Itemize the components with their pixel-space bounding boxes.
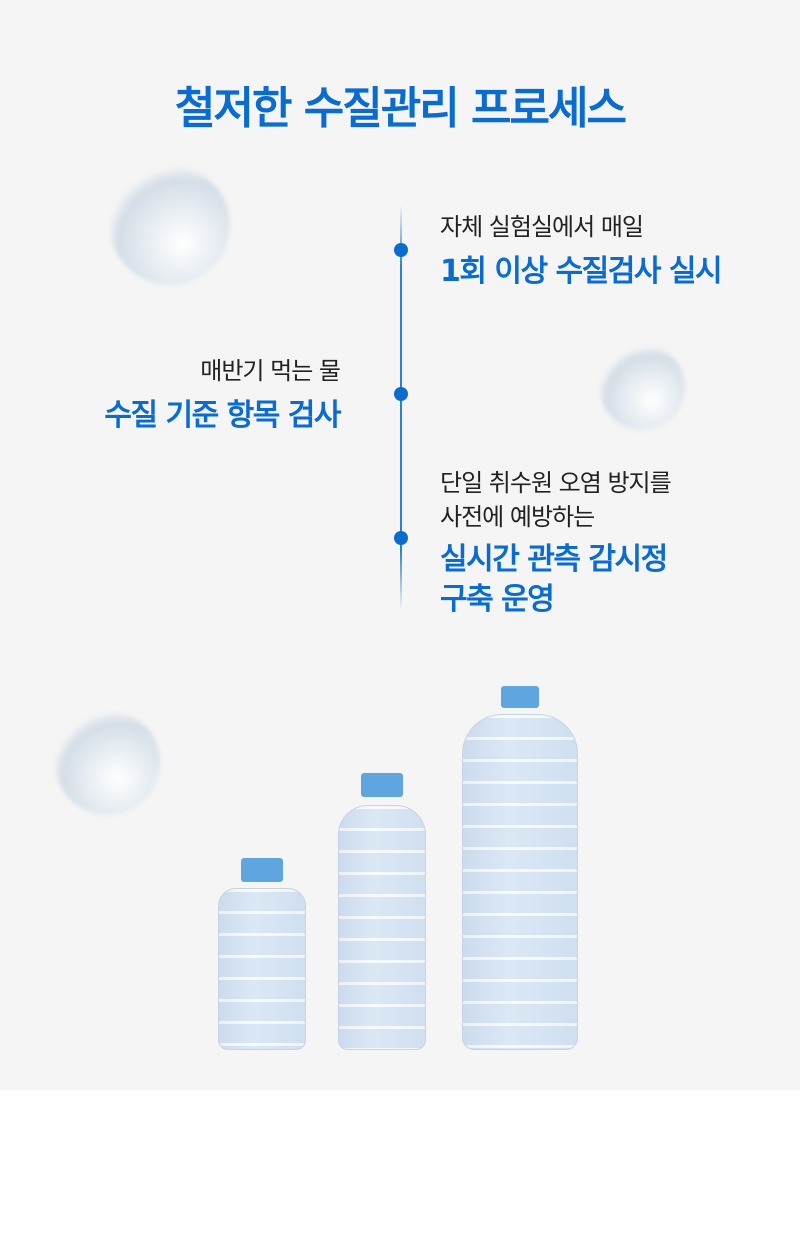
water-droplet-decoration: [600, 345, 685, 430]
large-water-bottle-image: [462, 686, 578, 1050]
timeline-line: [400, 205, 402, 610]
item-subtitle: 자체 실험실에서 매일: [440, 213, 644, 241]
small-water-bottle-image: [218, 858, 306, 1050]
item-subtitle: 매반기 먹는 물: [200, 357, 341, 385]
page-title: 철저한 수질관리 프로세스: [175, 83, 627, 134]
process-section: 철저한 수질관리 프로세스 자체 실험실에서 매일 1회 이상 수질검사 실시 …: [55, 83, 723, 1050]
item-heading: 구축 운영: [440, 582, 555, 617]
medium-water-bottle-image: [338, 773, 426, 1050]
process-item-daily-test: 자체 실험실에서 매일 1회 이상 수질검사 실시: [440, 210, 723, 292]
timeline-dot: [394, 387, 408, 401]
process-item-semiannual-test: 매반기 먹는 물 수질 기준 항목 검사: [104, 354, 341, 436]
item-subtitle: 사전에 예방하는: [440, 503, 595, 531]
water-droplet-decoration: [55, 710, 160, 815]
item-heading: 실시간 관측 감시정: [440, 542, 668, 577]
item-heading: 수질 기준 항목 검사: [104, 398, 341, 433]
item-subtitle: 단일 취수원 오염 방지를: [440, 469, 672, 497]
timeline-dot: [394, 531, 408, 545]
timeline-dot: [394, 243, 408, 257]
item-heading: 1회 이상 수질검사 실시: [440, 254, 723, 289]
water-droplet-decoration: [110, 165, 230, 285]
process-item-monitoring: 단일 취수원 오염 방지를 사전에 예방하는 실시간 관측 감시정 구축 운영: [440, 466, 672, 620]
